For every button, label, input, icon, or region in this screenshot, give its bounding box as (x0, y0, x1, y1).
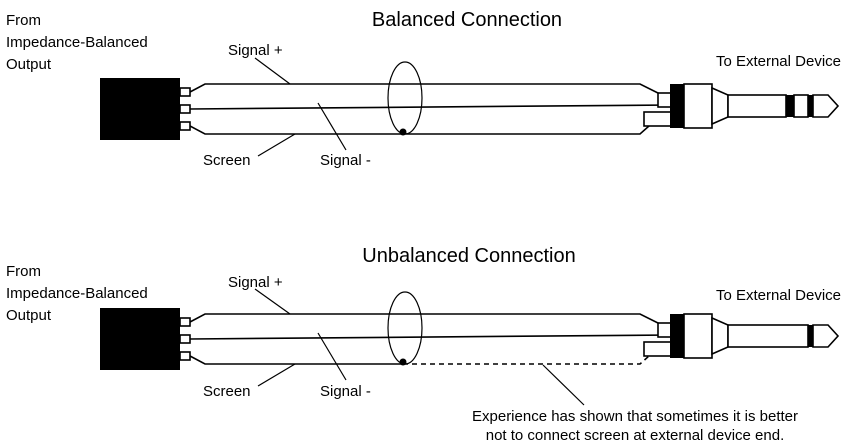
signal-plus-wire (189, 313, 673, 331)
screen-wire-disconnected (403, 347, 659, 365)
unbalanced-title: Unbalanced Connection (362, 245, 576, 267)
cable-shield-icon (387, 61, 423, 136)
balanced-source-label-line2: Impedance-Balanced (6, 34, 148, 51)
cable-shield-icon (387, 291, 423, 366)
screen-note-line2: not to connect screen at external device… (486, 427, 785, 444)
balanced-connection-section: Balanced Connection From Impedance-Balan… (6, 9, 841, 169)
trs-jack-plug-icon (643, 83, 840, 129)
unbalanced-signal-minus-label: Signal - (320, 383, 371, 400)
ts-jack-plug-icon (643, 313, 840, 359)
xlr-connector-icon (100, 78, 191, 140)
signal-plus-wire (189, 83, 673, 101)
xlr-connector-icon (100, 308, 191, 370)
balanced-signal-plus-label: Signal + (228, 42, 283, 59)
screen-note-line1: Experience has shown that sometimes it i… (472, 408, 798, 425)
signal-minus-wire (189, 334, 673, 340)
signal-minus-wire (189, 104, 673, 110)
unbalanced-screen-label: Screen (203, 383, 251, 400)
unbalanced-signal-plus-label: Signal + (228, 274, 283, 291)
balanced-screen-label: Screen (203, 152, 251, 169)
unbalanced-source-label-line1: From (6, 263, 41, 280)
balanced-source-label-line3: Output (6, 56, 52, 73)
screen-wire (189, 355, 403, 365)
balanced-source-label-line1: From (6, 12, 41, 29)
balanced-signal-minus-label: Signal - (320, 152, 371, 169)
unbalanced-connection-section: Unbalanced Connection From Impedance-Bal… (6, 245, 841, 444)
unbalanced-destination-label: To External Device (716, 287, 841, 304)
balanced-destination-label: To External Device (716, 53, 841, 70)
unbalanced-source-label-line2: Impedance-Balanced (6, 285, 148, 302)
balanced-title: Balanced Connection (372, 9, 562, 31)
screen-wire (189, 117, 659, 135)
unbalanced-source-label-line3: Output (6, 307, 52, 324)
